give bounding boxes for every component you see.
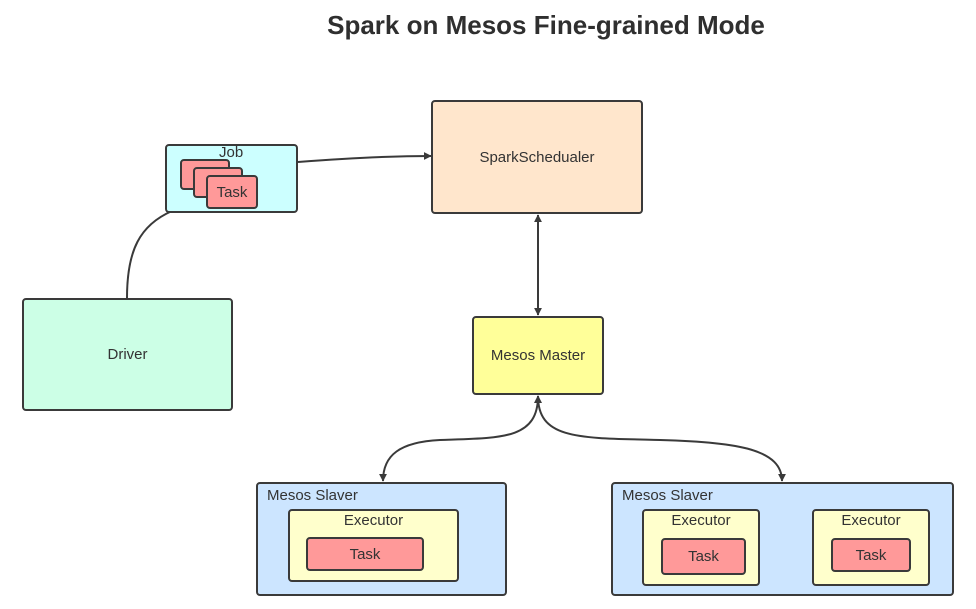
executor-label: Executor — [671, 512, 731, 529]
task-node: Task — [831, 538, 911, 572]
task-node: Task — [661, 538, 746, 575]
executor-label: Executor — [841, 512, 901, 529]
task-node: Task — [306, 537, 424, 571]
mesos-slaver-right-label: Mesos Slaver — [622, 487, 713, 504]
mesos-slaver-right-node: Mesos Slaver Executor Task Executor Task — [611, 482, 954, 596]
edge-driver-to-job — [126, 210, 173, 299]
mesos-master-node: Mesos Master — [472, 316, 604, 395]
job-label: Job — [219, 144, 244, 161]
diagram-title: Spark on Mesos Fine-grained Mode — [327, 10, 765, 40]
executor-node: Executor Task — [288, 509, 459, 582]
driver-node: Driver — [22, 298, 233, 411]
mesos-slaver-left-label: Mesos Slaver — [267, 487, 358, 504]
mesos-slaver-left-node: Mesos Slaver Executor Task — [256, 482, 507, 596]
edge-master-slaver-right — [534, 395, 786, 482]
edge-master-slaver-left — [379, 395, 542, 482]
task-card-front: Task — [206, 175, 258, 209]
executor-node: Executor Task — [642, 509, 760, 586]
spark-scheduler-node: SparkSchedualer — [431, 100, 643, 214]
edge-job-to-scheduler — [297, 152, 432, 163]
job-node: Job Task — [165, 144, 298, 213]
executor-label: Executor — [343, 512, 404, 529]
executor-node: Executor Task — [812, 509, 930, 586]
